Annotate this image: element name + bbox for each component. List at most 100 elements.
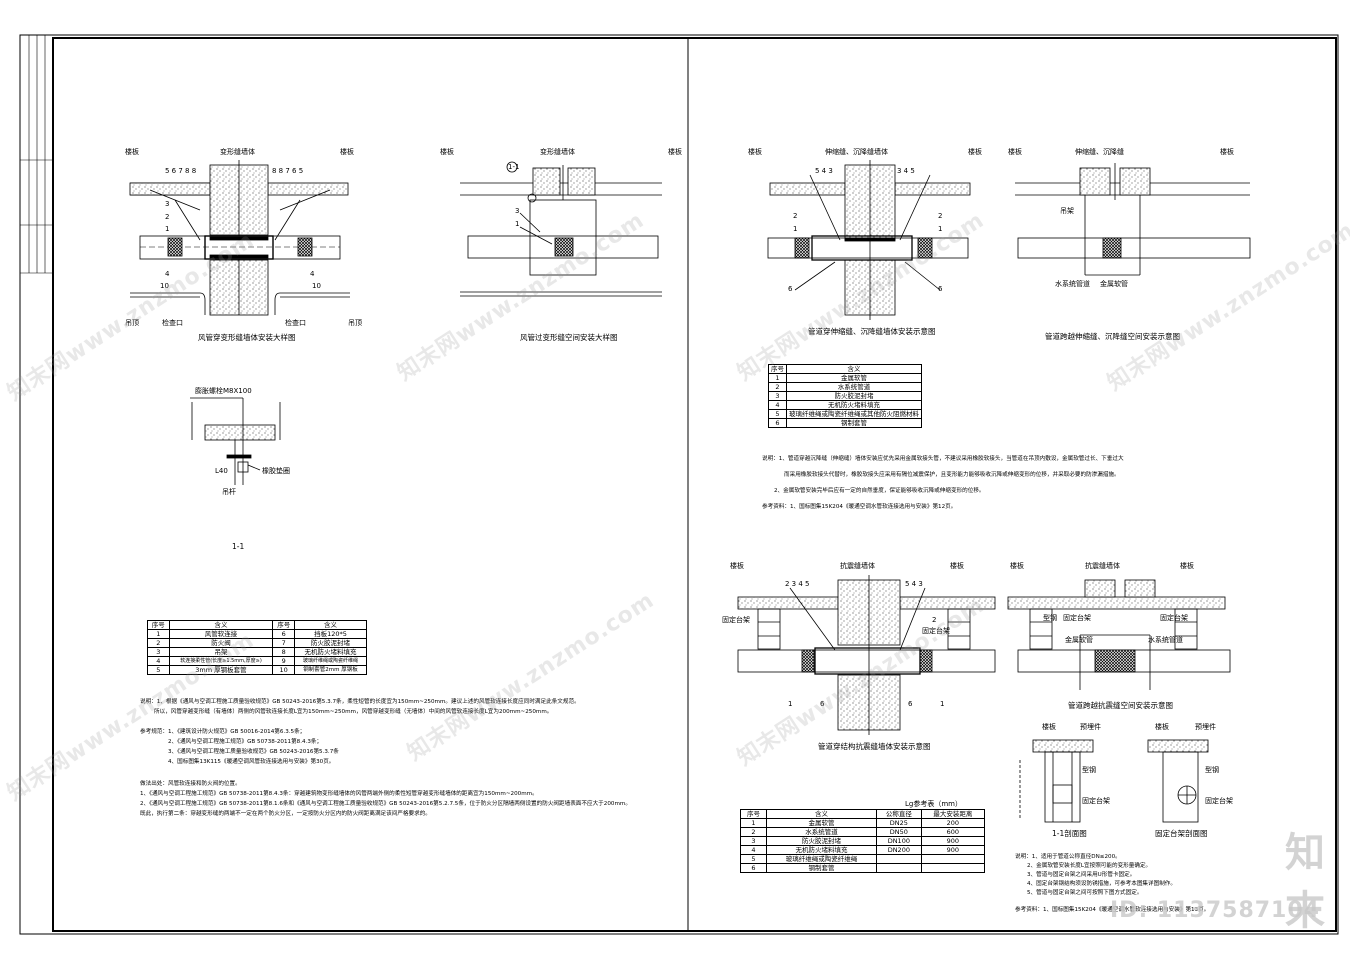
- sec-title: 1-1: [232, 542, 245, 551]
- cell: 玻璃纤维绳或陶瓷纤维绳: [765, 854, 878, 864]
- cell: 1: [147, 629, 170, 639]
- cell: 2: [740, 827, 767, 837]
- cell: 3mm 厚钢板套管: [168, 665, 274, 675]
- cell: 3: [147, 647, 170, 657]
- sec-pad: 橡胶垫圈: [262, 467, 290, 475]
- cell: 9: [272, 656, 295, 666]
- cell: 水系统管道: [786, 382, 922, 392]
- note: 3、管道与固定台架之间采用U形管卡固定。: [1027, 872, 1136, 878]
- cell: 水系统管道: [765, 827, 878, 837]
- cell: 2: [147, 638, 170, 648]
- d2-floor-right: 楼板: [668, 148, 682, 156]
- th: 序号: [272, 620, 295, 630]
- d5-fix-right: 固定台架: [922, 627, 950, 635]
- d2-joint: 变形缝墙体: [540, 148, 575, 156]
- d7-embed2: 预埋件: [1195, 723, 1216, 731]
- th: 序号: [147, 620, 170, 630]
- d1-port-left: 检查口: [162, 319, 183, 327]
- d1-title: 风管穿变形缝墙体安装大样图: [198, 333, 296, 342]
- cell: 900: [920, 836, 986, 846]
- d3-c2r: 2: [938, 212, 943, 220]
- note: 5、管道与固定台架之间可按照下图方式固定。: [1027, 890, 1143, 896]
- cell: 7: [272, 638, 295, 648]
- cell: 3: [768, 391, 787, 401]
- cell: 防火胶泥封堵: [786, 391, 922, 401]
- cell: 6: [768, 418, 787, 428]
- d6-steel: 型钢: [1043, 614, 1057, 622]
- d5-c2: 2: [932, 616, 937, 624]
- cell: 钢制套管: [765, 863, 878, 873]
- d3-nums-right: 3 4 5: [897, 167, 915, 175]
- d1-c4b: 4: [310, 270, 315, 278]
- cell: 5: [768, 409, 787, 419]
- right-notes2: 说明：1、适用于管道公称直径DN≤200。 2、金属软管安装长度L宜按照可能的变…: [1015, 853, 1305, 915]
- cell: 4: [768, 400, 787, 410]
- cell: 5: [740, 854, 767, 864]
- cell: DN100: [876, 836, 922, 846]
- d1-c4: 4: [165, 270, 170, 278]
- d6-floor-right: 楼板: [1180, 562, 1194, 570]
- cell: 挡板120*5: [293, 629, 368, 639]
- d3-c1l: 1: [793, 225, 798, 233]
- note: 既此，执行第二条：穿越变形缝的两端不一定在两个防火分区，一定按防火分区内的防火阀…: [140, 811, 431, 817]
- d5-nums: 2 3 4 5: [785, 580, 810, 588]
- cell: 3: [740, 836, 767, 846]
- d4-joint: 伸缩缝、沉降缝: [1075, 148, 1124, 156]
- d3-c1r: 1: [938, 225, 943, 233]
- d5-title: 管道穿结构抗震缝墙体安装示意图: [818, 742, 931, 751]
- th: 最大安装距离: [920, 809, 986, 819]
- d3-nums-left: 5 4 3: [815, 167, 833, 175]
- d1-c2: 2: [165, 213, 170, 221]
- sec-bolt: 膨胀螺栓M8X100: [195, 387, 252, 395]
- cell: 10: [272, 665, 295, 675]
- section11-drawing: [190, 397, 281, 485]
- note: 2、金属软管安装长度L宜按照可能的变形量确定。: [1027, 863, 1152, 869]
- d1-c10b: 10: [312, 282, 321, 290]
- d7-steel1: 型钢: [1082, 766, 1096, 774]
- d5-c1b: 1: [940, 700, 945, 708]
- note: 4、固定台架钢结构须设防锈措施，可参考本图集详图制作。: [1027, 881, 1176, 887]
- note: 参考规范：1、《建筑设计防火规范》GB 50016-2014第6.3.5条；: [140, 729, 306, 735]
- th: 公称直径: [876, 809, 922, 819]
- cell: [876, 854, 922, 864]
- cell: 200: [920, 818, 986, 828]
- note: 做法出处：风管软连接和防火阀的位置。: [140, 781, 241, 787]
- cell: DN200: [876, 845, 922, 855]
- d1-floor-left: 楼板: [125, 148, 139, 156]
- cell: 无机防火堵料填充: [293, 647, 368, 657]
- cell: 2: [768, 382, 787, 392]
- th: 含义: [293, 620, 368, 630]
- d4-hose: 金属软管: [1100, 280, 1128, 288]
- title-strip: [20, 35, 53, 274]
- cell: 900: [920, 845, 986, 855]
- d4-title: 管道跨越伸缩缝、沉降缝空间安装示意图: [1045, 332, 1180, 341]
- d6-fix1: 固定台架: [1063, 614, 1091, 622]
- cell: 防火胶泥封堵: [765, 836, 878, 846]
- cell: 无机防火堵料填充: [765, 845, 878, 855]
- d5-floor-left: 楼板: [730, 562, 744, 570]
- detail7-drawing: [1019, 739, 1209, 823]
- d7-title: 1-1剖面图: [1052, 829, 1087, 838]
- d1-ceil-right: 吊顶: [348, 319, 362, 327]
- d5-floor-right: 楼板: [950, 562, 964, 570]
- right-notes1: 说明：1、管道穿越沉降缝（伸缩缝）墙体安装应优先采用金属软接头管，不建议采用橡胶…: [762, 451, 1282, 515]
- d6-fix2: 固定台架: [1160, 614, 1188, 622]
- d7-floor1: 楼板: [1042, 723, 1056, 731]
- lg-table-caption: Lg参考表（mm）: [905, 800, 962, 808]
- d5-c1: 1: [788, 700, 793, 708]
- note: 4、国标图集13K115《暖通空调风管软连接选用与安装》第30页。: [168, 759, 335, 765]
- d5-c6b: 6: [908, 700, 913, 708]
- detail3-drawing: [767, 160, 971, 320]
- note: 2、《通风与空调工程施工规范》GB 50738-2011第8.4.3条；: [168, 739, 323, 745]
- d1-floor-right: 楼板: [340, 148, 354, 156]
- cell: 防火胶泥封堵: [293, 638, 368, 648]
- d2-c1: 1: [515, 220, 520, 228]
- d7-title2: 固定台架剖面图: [1155, 829, 1208, 838]
- note: 2、《通风与空调工程施工规范》GB 50738-2011第8.1.6条和《通风与…: [140, 801, 631, 807]
- note: 说明：1、根据《通风与空调工程施工质量验收规范》GB 50243-2016第5.…: [140, 699, 580, 705]
- d7-fix2: 固定台架: [1205, 797, 1233, 805]
- d1-c10: 10: [160, 282, 169, 290]
- image-id: ID: 1137587104: [1110, 898, 1320, 923]
